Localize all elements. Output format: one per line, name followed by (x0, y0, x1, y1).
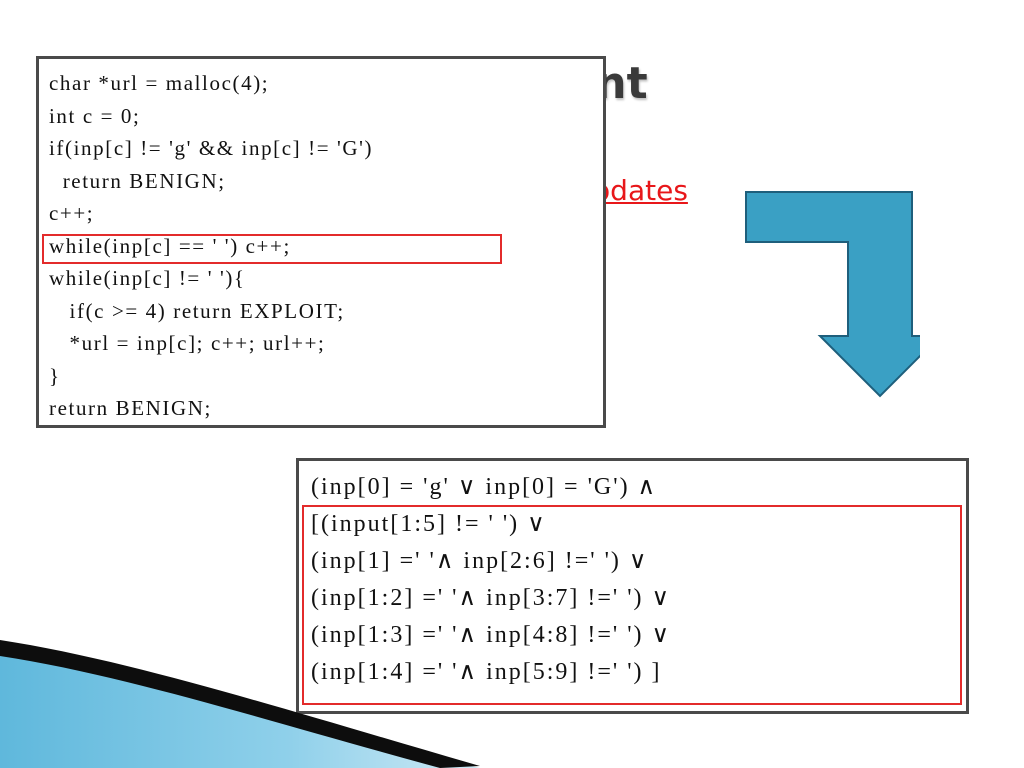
constraint-line: (inp[1] =' '∧ inp[2:6] !=' ') ∨ (311, 548, 649, 574)
code-line: return BENIGN; (49, 396, 212, 420)
code-line: *url = inp[c]; c++; url++; (49, 331, 326, 355)
code-line: c++; (49, 201, 95, 225)
constraint-box: (inp[0] = 'g' ∨ inp[0] = 'G') ∧ [(input[… (296, 458, 969, 714)
constraint-line: [(input[1:5] != ' ') ∨ (311, 511, 547, 537)
code-line: if(c >= 4) return EXPLOIT; (49, 298, 345, 323)
code-line: while(inp[c] != ' '){ (49, 266, 246, 290)
constraint-highlight-box (302, 505, 962, 705)
constraint-line: (inp[1:3] =' '∧ inp[4:8] !=' ') ∨ (311, 622, 672, 648)
constraint-line: (inp[1:2] =' '∧ inp[3:7] !=' ') ∨ (311, 585, 672, 611)
code-line: return BENIGN; (49, 168, 226, 193)
code-highlight-box (42, 234, 502, 264)
code-line-highlighted: while(inp[c] == ' ') c++; (49, 233, 291, 258)
code-snippet-box: char *url = malloc(4); int c = 0; if(inp… (36, 56, 606, 428)
constraint-line: (inp[0] = 'g' ∨ inp[0] = 'G') ∧ (311, 474, 658, 500)
code-line: char *url = malloc(4); (49, 71, 270, 95)
code-line: } (49, 363, 61, 388)
code-line: int c = 0; (49, 103, 141, 128)
constraint-line: (inp[1:4] =' '∧ inp[5:9] !=' ') ] (311, 659, 662, 685)
down-arrow-icon (745, 191, 920, 398)
code-line: if(inp[c] != 'g' && inp[c] != 'G') (49, 136, 374, 160)
decorative-wave (0, 640, 480, 768)
